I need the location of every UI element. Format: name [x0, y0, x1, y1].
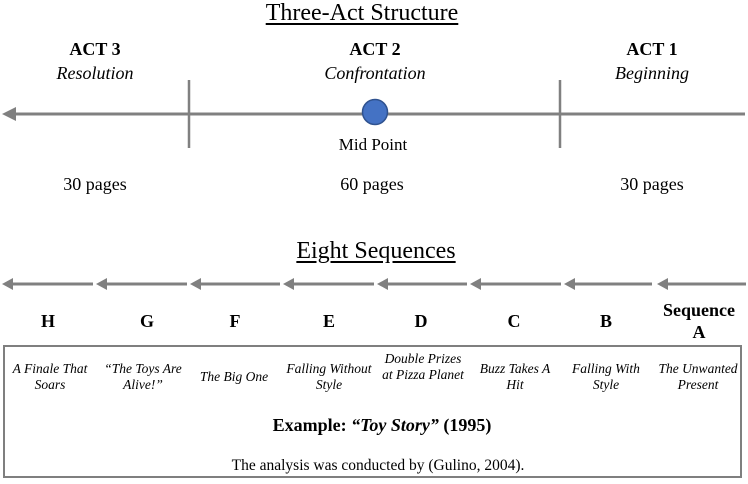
sequence-arrow-f — [190, 278, 280, 290]
sequence-e-title: Falling Without Style — [286, 361, 372, 392]
midpoint-label: Mid Point — [338, 135, 408, 154]
sequence-b-title: Falling With Style — [572, 361, 640, 392]
sequence-a-title: The Unwanted Present — [658, 361, 738, 392]
example-film-title: “Toy Story” — [351, 415, 439, 435]
act-3-name: ACT 3 — [69, 39, 121, 59]
midpoint-marker — [361, 98, 389, 126]
example-year: (1995) — [438, 415, 492, 435]
sequence-e-letter: E — [322, 311, 336, 331]
sequence-b-letter: B — [599, 311, 613, 331]
act-timeline-arrowhead — [2, 107, 16, 121]
sequence-h-title: A Finale That Soars — [12, 361, 88, 392]
eight-sequences-title: Eight Sequences — [296, 238, 456, 264]
sequence-arrow-b — [564, 278, 652, 290]
act-2-pages: 60 pages — [340, 174, 404, 194]
act-1-pages: 30 pages — [620, 174, 684, 194]
act-2-subtitle: Confrontation — [324, 63, 426, 83]
example-box — [3, 345, 742, 478]
sequence-g-title: “The Toys Are Alive!” — [104, 361, 182, 392]
sequence-arrow-a — [657, 278, 746, 290]
act-1-name: ACT 1 — [626, 39, 678, 59]
sequence-c-title: Buzz Takes A Hit — [479, 361, 551, 392]
sequence-arrow-d — [377, 278, 467, 290]
example-caption: Example: “Toy Story” (1995) — [273, 415, 492, 436]
sequence-arrow-c — [470, 278, 561, 290]
sequence-arrow-g — [96, 278, 187, 290]
sequence-c-letter: C — [507, 311, 521, 331]
act-1-subtitle: Beginning — [615, 63, 689, 83]
sequence-d-title: Double Prizes at Pizza Planet — [382, 351, 464, 382]
act-3-pages: 30 pages — [63, 174, 127, 194]
act-3-subtitle: Resolution — [56, 63, 134, 83]
sequence-a-letter: Sequence A — [663, 300, 735, 342]
sequence-g-letter: G — [139, 311, 155, 331]
sequence-d-letter: D — [414, 311, 428, 331]
sequence-arrow-e — [283, 278, 374, 290]
source-note: The analysis was conducted by (Gulino, 2… — [231, 457, 525, 474]
sequence-h-letter: H — [40, 311, 56, 331]
three-act-title: Three-Act Structure — [265, 0, 459, 26]
act-2-name: ACT 2 — [349, 39, 401, 59]
sequence-f-title: The Big One — [199, 369, 269, 384]
sequence-f-letter: F — [229, 311, 241, 331]
sequence-arrows — [2, 278, 746, 290]
sequence-arrow-h — [2, 278, 93, 290]
example-prefix: Example: — [272, 415, 352, 435]
